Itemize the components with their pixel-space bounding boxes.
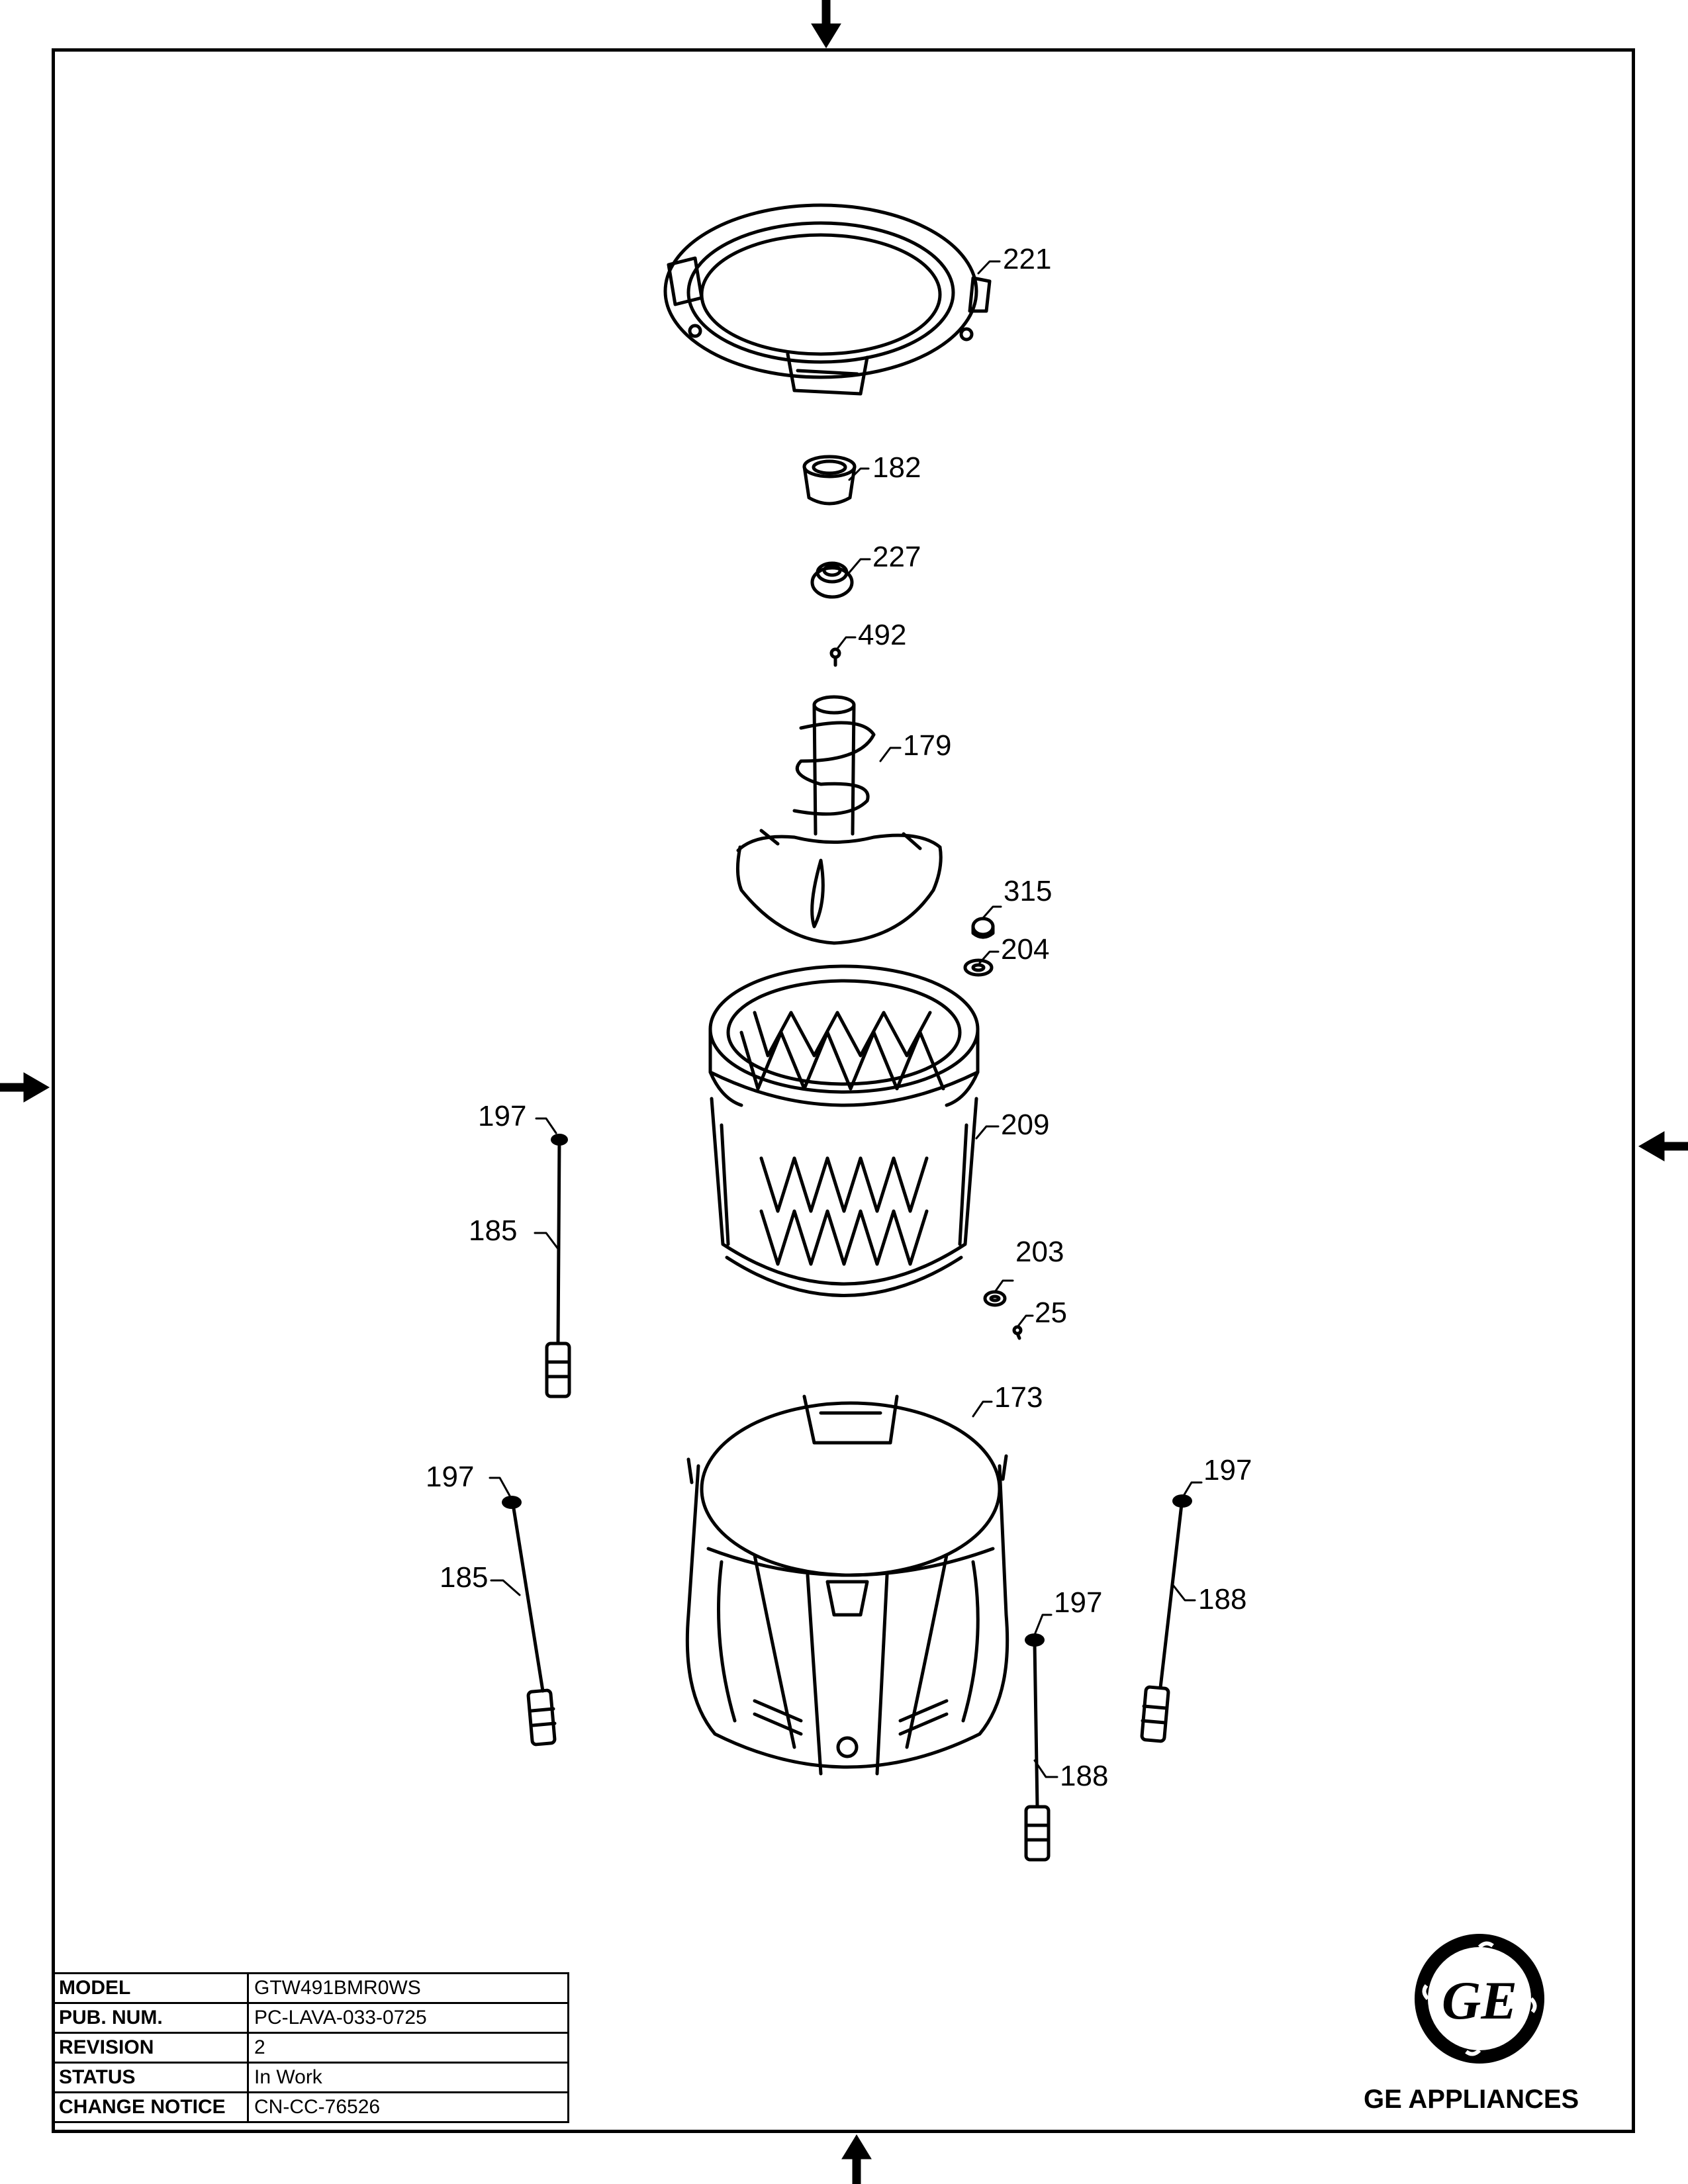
callout-197-left: 197: [426, 1461, 475, 1493]
change-notice-key: CHANGE NOTICE: [52, 2091, 249, 2123]
pub-num-value: PC-LAVA-033-0725: [247, 2002, 569, 2034]
status-key: STATUS: [52, 2062, 249, 2093]
callout-197-center: 197: [1054, 1586, 1103, 1619]
agitator-179: [735, 695, 943, 945]
suspension-rod-188-right: [1140, 1502, 1184, 1743]
callout-188-center: 188: [1060, 1760, 1109, 1792]
callout-185-lower: 185: [440, 1561, 489, 1594]
brand-name: GE APPLIANCES: [1364, 2085, 1579, 2114]
suspension-rod-185-upper: [545, 1138, 571, 1398]
revision-key: REVISION: [52, 2032, 249, 2064]
callout-204: 204: [1001, 933, 1050, 966]
callout-203: 203: [1015, 1236, 1064, 1268]
callout-315: 315: [1004, 875, 1053, 907]
status-value: In Work: [247, 2062, 569, 2093]
table-row: CHANGE NOTICE CN-CC-76526: [52, 2091, 569, 2123]
ge-logo-text: GE: [1442, 1970, 1517, 2030]
balance-ring-221: [663, 203, 992, 396]
bushing-227: [810, 561, 854, 599]
change-notice-value: CN-CC-76526: [247, 2091, 569, 2123]
title-block-table: MODEL GTW491BMR0WS PUB. NUM. PC-LAVA-033…: [52, 1972, 569, 2123]
leader-lines: [489, 260, 1203, 1778]
screw-492: [829, 647, 841, 667]
callout-209: 209: [1001, 1109, 1050, 1141]
callout-188-right: 188: [1198, 1583, 1247, 1615]
drawing-frame: [52, 48, 1635, 2133]
callout-227: 227: [872, 541, 921, 573]
pub-num-key: PUB. NUM.: [52, 2002, 249, 2034]
callout-197-right: 197: [1203, 1454, 1252, 1486]
callout-492: 492: [858, 619, 907, 651]
callout-173: 173: [994, 1381, 1043, 1414]
callout-179: 179: [903, 729, 952, 762]
ge-monogram-logo: GE: [1415, 1934, 1544, 2064]
wash-basket-209: [708, 964, 980, 1297]
suspension-rod-188-center: [1024, 1641, 1051, 1862]
table-row: PUB. NUM. PC-LAVA-033-0725: [52, 2002, 569, 2034]
table-row: MODEL GTW491BMR0WS: [52, 1972, 569, 2004]
model-key: MODEL: [52, 1972, 249, 2004]
revision-value: 2: [247, 2032, 569, 2064]
table-row: STATUS In Work: [52, 2062, 569, 2093]
grommets-197: [502, 1134, 1192, 1647]
table-row: REVISION 2: [52, 2032, 569, 2064]
callout-25: 25: [1035, 1297, 1067, 1329]
screw-25: [1012, 1325, 1023, 1340]
suspension-rod-185-lower: [511, 1502, 557, 1747]
agitator-cap-182: [802, 455, 857, 506]
callout-197-upper: 197: [478, 1100, 527, 1132]
washer-203: [983, 1290, 1007, 1307]
callout-185-upper: 185: [469, 1214, 518, 1247]
outer-tub-173: [685, 1394, 1009, 1776]
callout-182: 182: [872, 451, 921, 484]
callout-221: 221: [1003, 243, 1052, 275]
nut-315: [971, 917, 995, 939]
washer-204: [963, 958, 994, 977]
model-value: GTW491BMR0WS: [247, 1972, 569, 2004]
